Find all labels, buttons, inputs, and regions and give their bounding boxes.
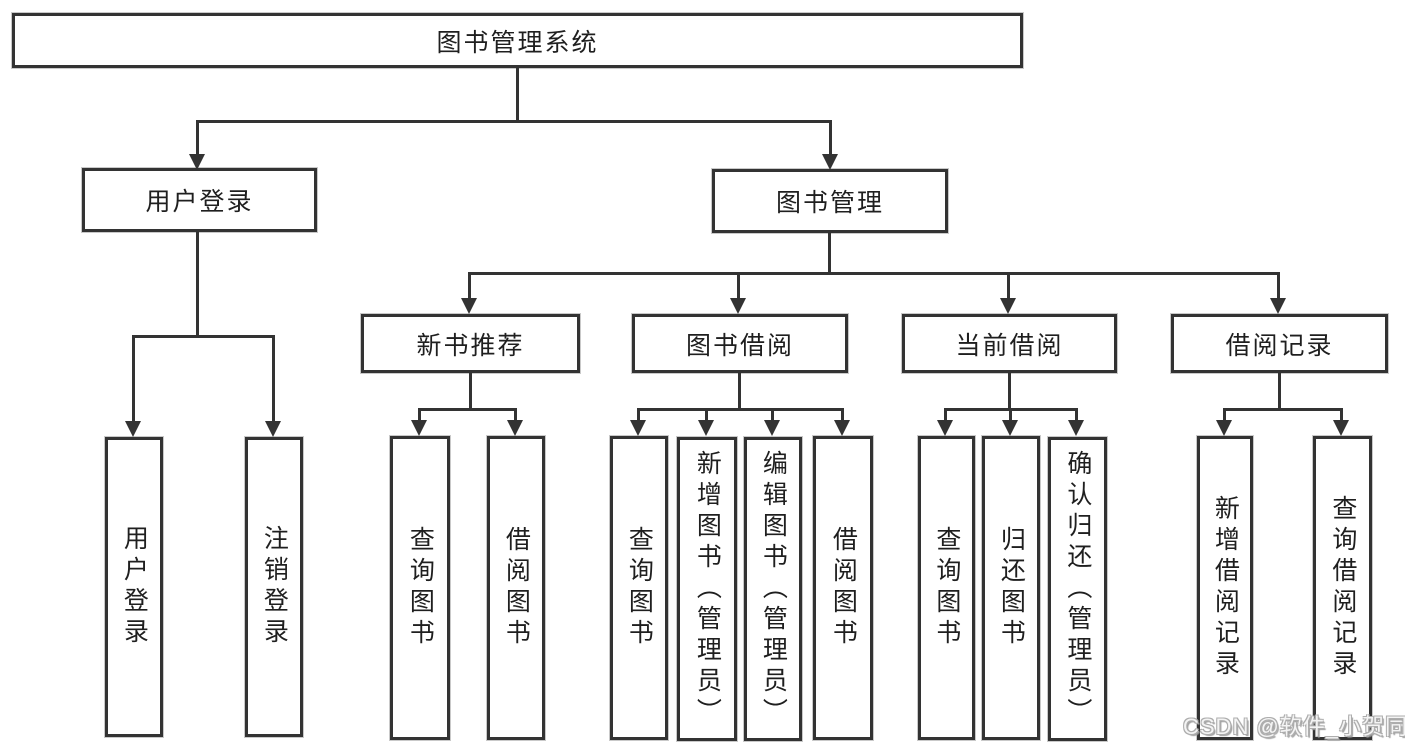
connector-line (1223, 408, 1343, 411)
node-leaf-user-login: 用户登录 (105, 437, 163, 737)
connector-line (1278, 373, 1281, 410)
arrow-down-icon (189, 120, 205, 170)
node-label: 借阅图书 (502, 526, 531, 650)
node-label: 查询借阅记录 (1328, 495, 1357, 681)
arrow-down-icon (834, 408, 850, 436)
connector-line (516, 68, 519, 121)
arrow-down-icon (1068, 408, 1084, 436)
arrow-down-icon (265, 335, 281, 437)
node-label: 新增图书（管理员） (693, 449, 722, 729)
node-book-management: 图书管理 (712, 169, 948, 233)
node-leaf-query-book-2: 查询图书 (610, 436, 668, 740)
node-leaf-query-borrow-record: 查询借阅记录 (1313, 436, 1372, 740)
arrow-down-icon (1333, 408, 1349, 436)
node-label: 图书管理 (775, 189, 884, 217)
node-label: 确认归还（管理员） (1063, 449, 1092, 729)
node-leaf-return-book: 归还图书 (982, 436, 1040, 740)
node-label: 用户登录 (120, 525, 149, 649)
arrow-down-icon (125, 335, 141, 437)
connector-line (196, 120, 832, 123)
node-borrow-record: 借阅记录 (1171, 314, 1388, 373)
arrow-down-icon (1000, 272, 1016, 314)
connector-line (1008, 373, 1011, 410)
node-leaf-query-book-1: 查询图书 (390, 436, 450, 740)
connector-line (637, 408, 844, 411)
node-leaf-borrow-book-1: 借阅图书 (487, 436, 545, 740)
arrow-down-icon (1002, 408, 1018, 436)
arrow-down-icon (937, 408, 953, 436)
node-label: 编辑图书（管理员） (759, 449, 788, 729)
arrow-down-icon (411, 408, 427, 436)
arrow-down-icon (1216, 408, 1232, 436)
node-label: 查询图书 (932, 526, 961, 650)
node-library-management-system: 图书管理系统 (12, 13, 1023, 68)
arrow-down-icon (461, 272, 477, 314)
arrow-down-icon (630, 408, 646, 436)
node-leaf-logout: 注销登录 (245, 437, 303, 737)
node-leaf-query-book-3: 查询图书 (918, 436, 975, 740)
connector-line (468, 272, 1280, 275)
node-label: 查询图书 (406, 526, 435, 650)
arrow-down-icon (764, 408, 780, 436)
connector-line (828, 233, 831, 274)
csdn-watermark: CSDN @软件_小贺同学 (1183, 714, 1405, 739)
node-leaf-confirm-return-admin: 确认归还（管理员） (1048, 437, 1107, 741)
node-label: 归还图书 (997, 526, 1026, 650)
arrow-down-icon (698, 408, 714, 436)
node-label: 新书推荐 (416, 331, 525, 360)
node-label: 注销登录 (260, 525, 289, 649)
connector-line (418, 408, 517, 411)
node-label: 查询图书 (625, 526, 654, 650)
arrow-down-icon (507, 408, 523, 436)
node-label: 用户登录 (145, 188, 254, 216)
connector-line (469, 373, 472, 410)
connector-line (132, 335, 275, 338)
node-leaf-add-borrow-record: 新增借阅记录 (1197, 436, 1253, 740)
node-current-borrow: 当前借阅 (902, 314, 1117, 373)
node-label: 图书借阅 (685, 331, 794, 360)
node-label: 借阅记录 (1225, 331, 1334, 360)
node-user-login: 用户登录 (82, 168, 317, 232)
node-leaf-borrow-book-2: 借阅图书 (813, 436, 873, 740)
connector-line (196, 232, 199, 337)
node-leaf-add-book-admin: 新增图书（管理员） (677, 437, 737, 741)
node-book-borrow: 图书借阅 (632, 314, 848, 373)
arrow-down-icon (730, 272, 746, 314)
node-new-book-recommend: 新书推荐 (361, 314, 580, 373)
arrow-down-icon (1270, 272, 1286, 314)
arrow-down-icon (822, 120, 838, 170)
connector-line (738, 373, 741, 410)
node-label: 当前借阅 (955, 331, 1064, 360)
node-label: 图书管理系统 (436, 28, 599, 57)
node-label: 新增借阅记录 (1211, 495, 1240, 681)
node-label: 借阅图书 (829, 526, 858, 650)
node-leaf-edit-book-admin: 编辑图书（管理员） (744, 437, 802, 741)
